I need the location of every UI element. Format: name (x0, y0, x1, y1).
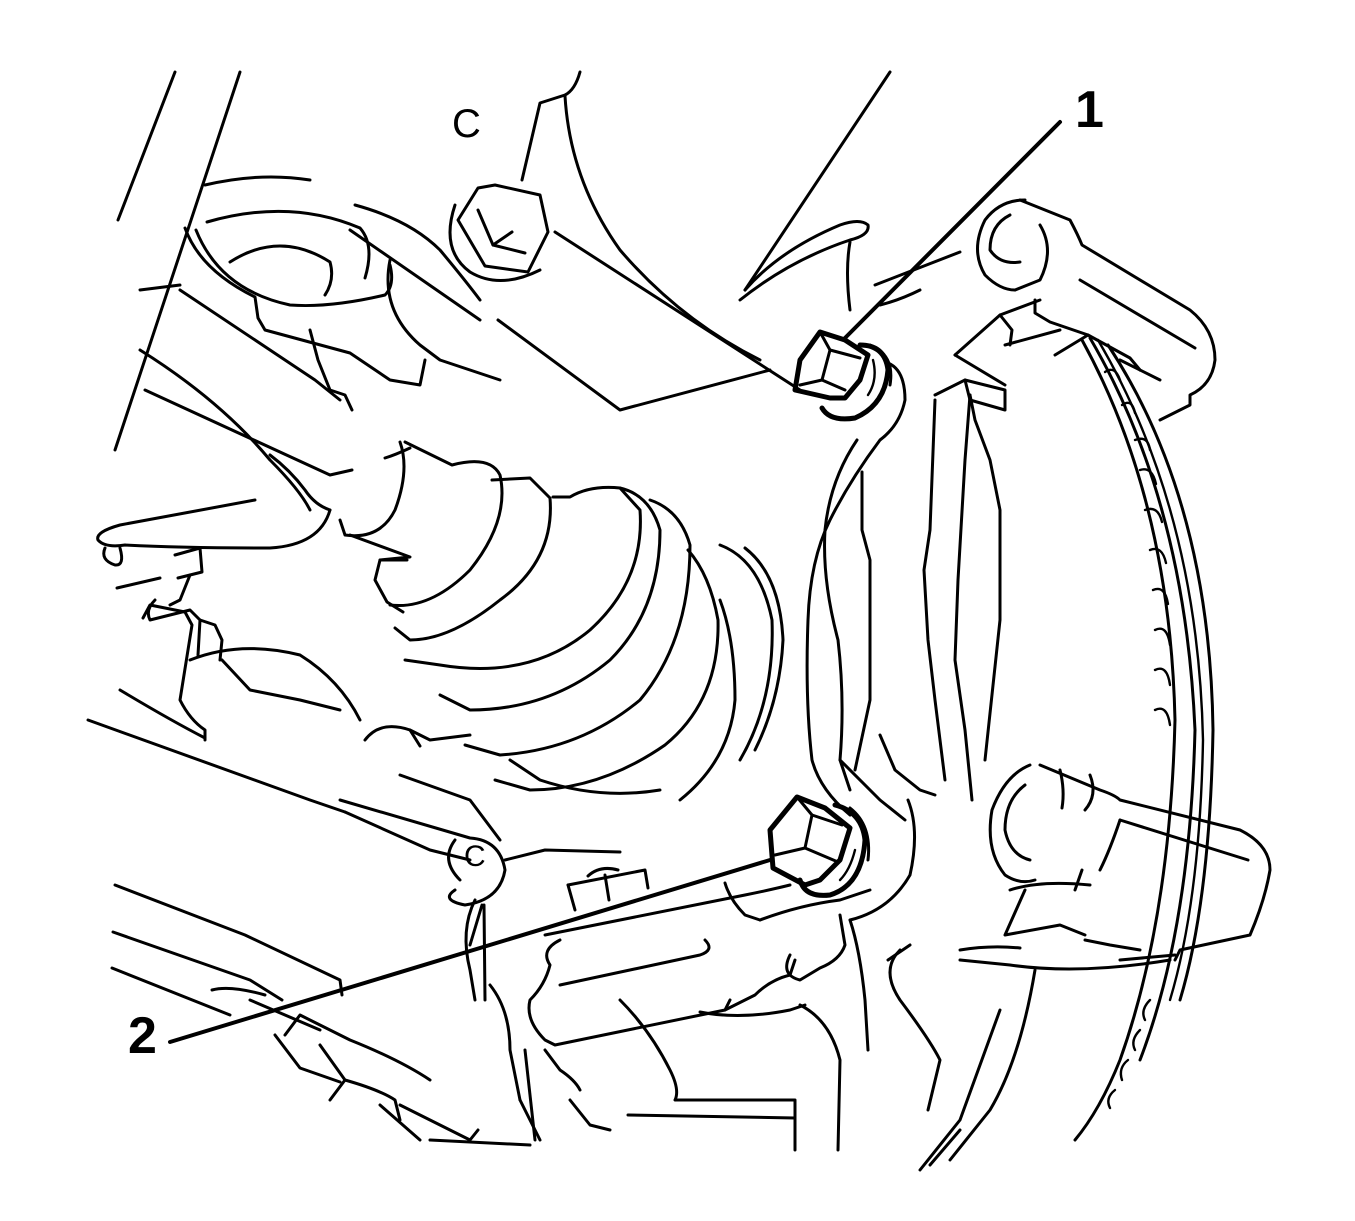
c-mark-top: C (452, 102, 481, 146)
callout-1-leader (843, 120, 1062, 340)
callout-1-label: 1 (1075, 81, 1104, 139)
lower-control-arm (110, 810, 542, 1147)
tie-rod-end (86, 498, 362, 814)
brake-rotor (918, 336, 1215, 1172)
cv-axle-boot (143, 388, 785, 802)
caliper-bracket-upper-arm (976, 198, 1217, 422)
callout-2-leader (168, 858, 772, 1044)
hub-lower-area (523, 881, 942, 1152)
caliper-bracket-guides (933, 298, 1062, 412)
lower-ball-joint-nut (566, 867, 650, 912)
steering-knuckle-upper (520, 70, 962, 392)
bolt-1-upper-caliper-bracket[interactable] (792, 329, 893, 422)
c-mark-pivot: C (464, 840, 486, 873)
callout-2-label: 2 (128, 1007, 157, 1065)
bolt-2-lower-caliper-bracket[interactable] (767, 794, 871, 898)
steering-knuckle-body (805, 361, 1002, 922)
strut-lines (113, 70, 892, 452)
upper-control-arm (138, 175, 502, 512)
caliper-bracket-lower-arm (958, 763, 1272, 971)
upper-arm-bolt (448, 183, 772, 412)
lower-pivot-bushing (338, 773, 622, 1002)
